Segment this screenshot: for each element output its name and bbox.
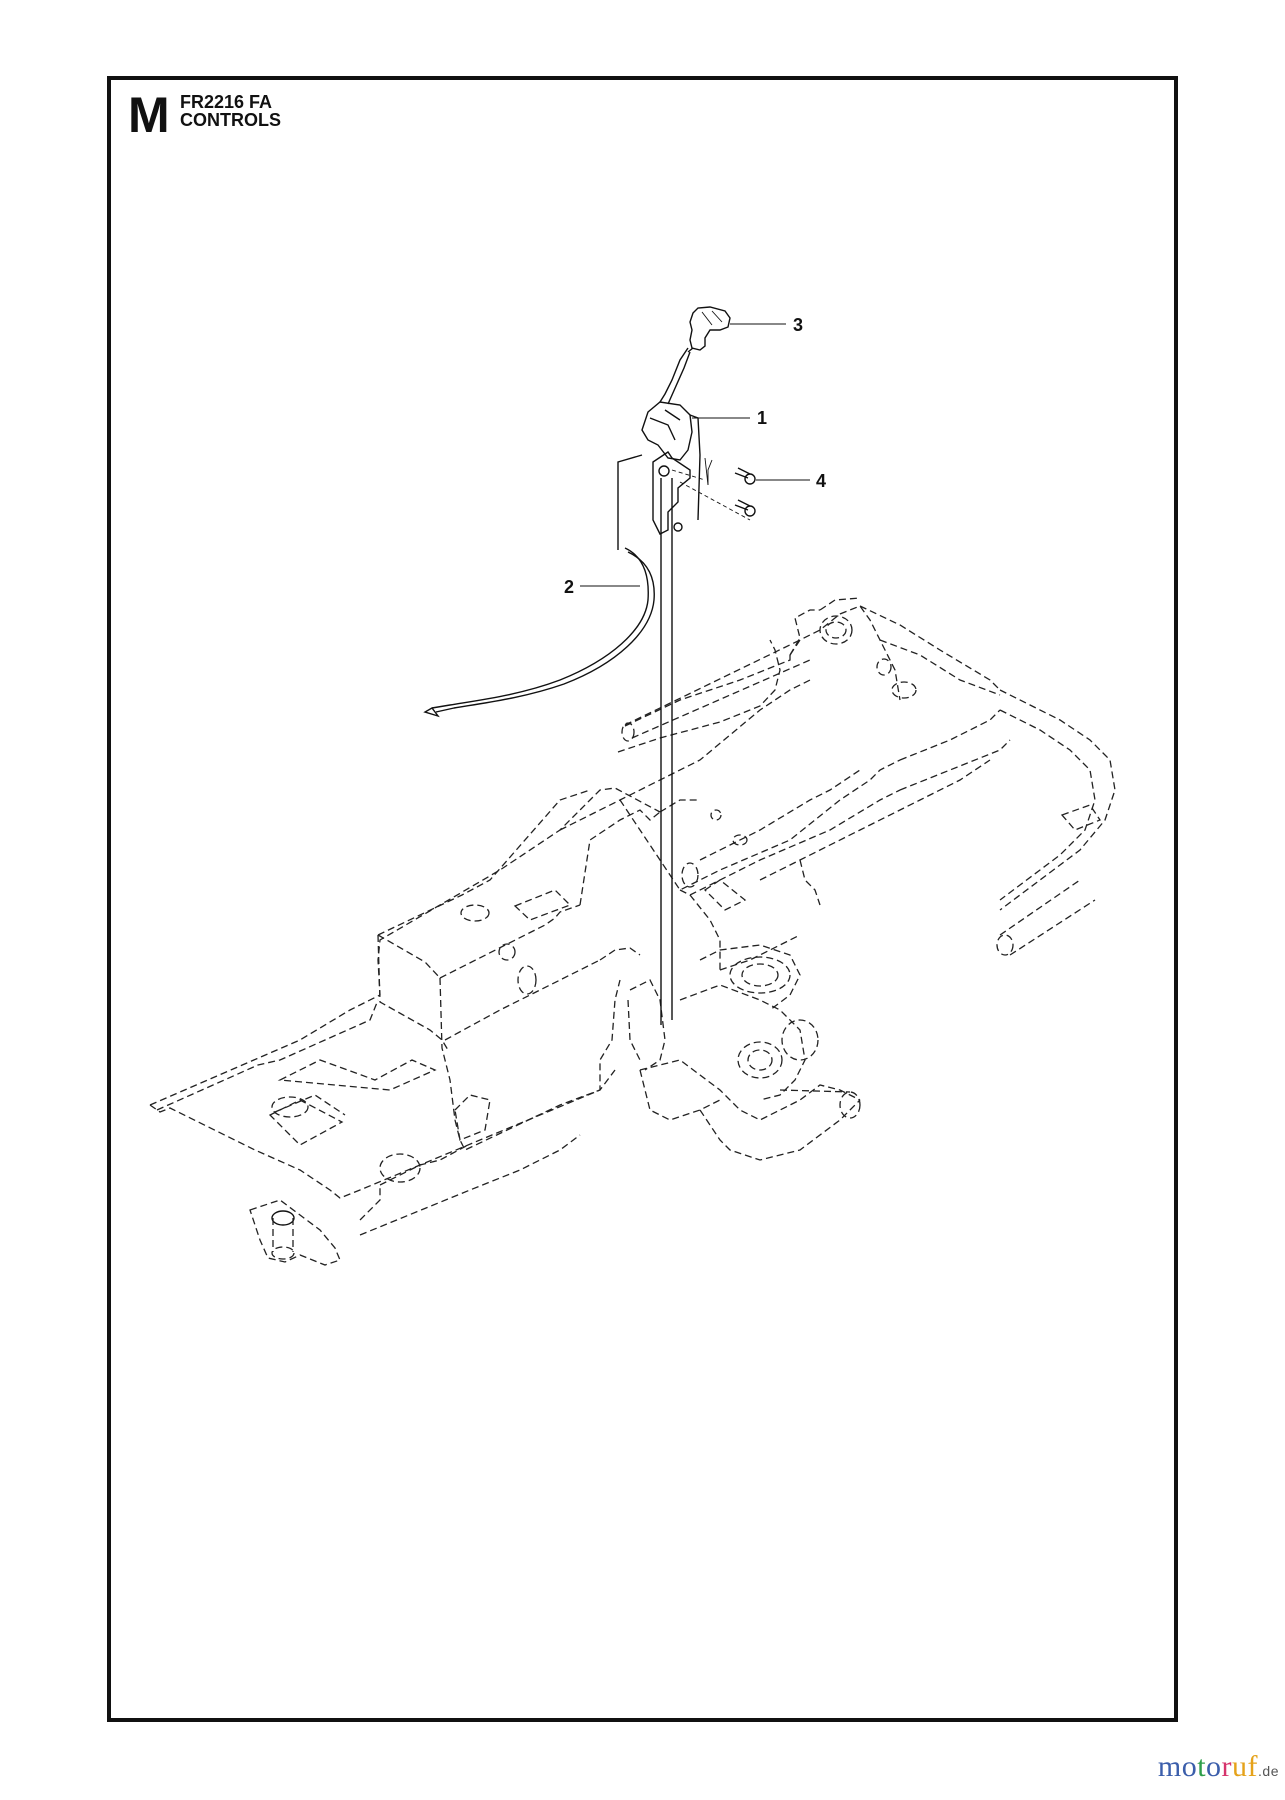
callout-3: 3: [793, 315, 803, 335]
watermark-letter: f: [1247, 1750, 1259, 1783]
part-1-lever-assembly: [641, 347, 701, 521]
watermark-letter: m: [1157, 1750, 1182, 1783]
callout-4: 4: [816, 471, 826, 491]
diagram-frame: [107, 76, 1178, 1722]
control-rod: [660, 478, 673, 1025]
section-title: CONTROLS: [180, 110, 281, 130]
watermark-letter: r: [1221, 1750, 1233, 1783]
chassis-frame: [149, 597, 1116, 1266]
leader-lines: [580, 323, 810, 587]
title-block: FR2216 FA CONTROLS: [180, 93, 281, 129]
watermark-logo: motoruf.de: [1158, 1752, 1279, 1786]
part-3-knob: [687, 306, 731, 353]
watermark-letter: t: [1197, 1750, 1207, 1783]
section-letter: M: [128, 87, 170, 143]
transaxle: [627, 944, 861, 1161]
part-4-screws: [652, 451, 756, 535]
watermark-suffix: .de: [1258, 1763, 1279, 1779]
callout-2: 2: [564, 577, 574, 597]
hole: [271, 1096, 309, 1118]
part-2-cable: [423, 454, 655, 718]
callout-1: 1: [757, 408, 767, 428]
watermark-letter: o: [1206, 1750, 1222, 1783]
model-label: FR2216 FA: [180, 92, 273, 112]
watermark-letter: u: [1232, 1750, 1248, 1783]
watermark-letter: o: [1181, 1750, 1198, 1783]
